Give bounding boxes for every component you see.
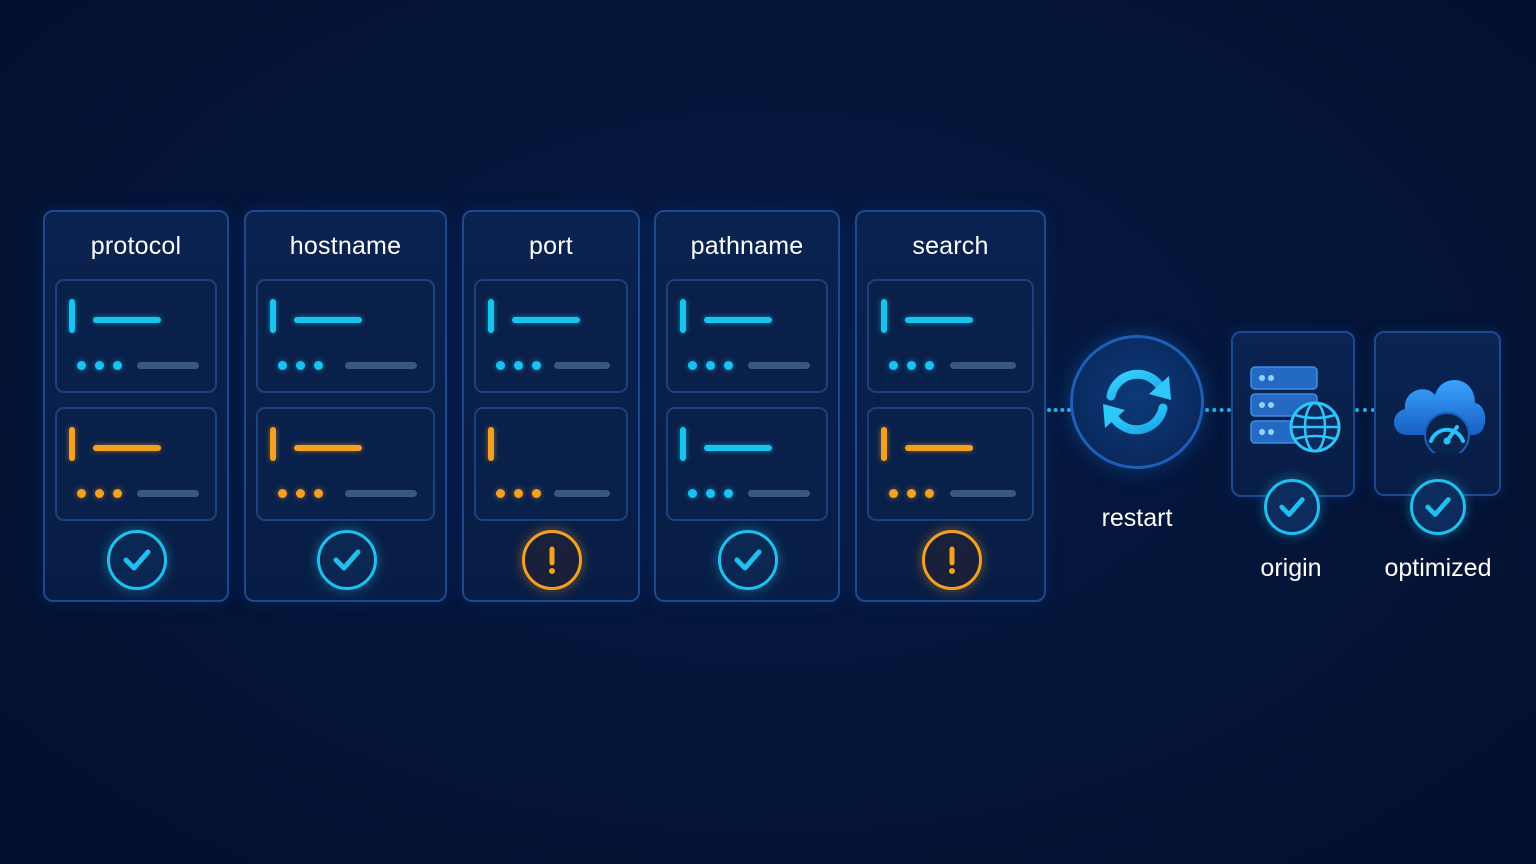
column-title: hostname: [289, 232, 402, 260]
column-protocol: protocol: [43, 210, 229, 602]
dots: [77, 489, 122, 499]
value-bar: [905, 317, 973, 323]
param-row-missing: [474, 407, 628, 521]
status-ok: [107, 530, 167, 590]
value-bar: [512, 317, 580, 323]
value-bar: [294, 317, 362, 323]
placeholder-bar: [554, 362, 610, 369]
placeholder-bar: [950, 362, 1016, 369]
dots: [77, 361, 122, 371]
column-title: port: [529, 232, 573, 260]
status-ok: [718, 530, 778, 590]
param-row-valid: [666, 279, 828, 393]
exclamation-icon: [549, 546, 555, 574]
dots: [496, 361, 541, 371]
dots: [278, 361, 323, 371]
cursor-bar: [270, 427, 276, 461]
param-row-changed: [55, 407, 217, 521]
placeholder-bar: [950, 490, 1016, 497]
check-icon: [333, 549, 360, 571]
value-bar: [905, 445, 973, 451]
placeholder-bar: [137, 362, 199, 369]
column-port: port: [462, 210, 640, 602]
param-row-valid: [55, 279, 217, 393]
value-bar: [294, 445, 362, 451]
cursor-bar: [69, 427, 75, 461]
cursor-bar: [270, 299, 276, 333]
cursor-bar: [680, 427, 686, 461]
cursor-bar: [69, 299, 75, 333]
value-bar: [704, 445, 772, 451]
check-icon: [1279, 497, 1305, 517]
origin-node: [1231, 331, 1355, 497]
restart-node: [1070, 335, 1204, 469]
restart-label: restart: [1101, 504, 1173, 532]
server-globe-icon: [1250, 366, 1341, 453]
value-bar: [93, 445, 161, 451]
check-icon: [1425, 497, 1451, 517]
connector-to-origin: [1205, 408, 1231, 412]
optimized-status-ok: [1410, 479, 1466, 535]
cursor-bar: [488, 427, 494, 461]
connector-to-optimized: [1355, 408, 1375, 412]
exclamation-icon: [948, 546, 955, 574]
optimized-node: [1374, 331, 1501, 496]
refresh-icon: [1103, 369, 1171, 435]
dots: [889, 489, 934, 499]
cloud-speedometer-icon: [1393, 380, 1486, 453]
column-search: search: [855, 210, 1046, 602]
column-pathname: pathname: [654, 210, 840, 602]
placeholder-bar: [748, 362, 810, 369]
value-bar: [93, 317, 161, 323]
cursor-bar: [881, 299, 887, 333]
cursor-bar: [488, 299, 494, 333]
param-row-changed: [867, 407, 1034, 521]
connector-to-restart: [1047, 408, 1071, 412]
placeholder-bar: [345, 362, 417, 369]
status-warning: [522, 530, 582, 590]
param-row-valid: [666, 407, 828, 521]
placeholder-bar: [137, 490, 199, 497]
cursor-bar: [881, 427, 887, 461]
param-row-changed: [256, 407, 435, 521]
check-icon: [123, 549, 151, 571]
placeholder-bar: [345, 490, 417, 497]
dots: [278, 489, 323, 499]
column-title: pathname: [690, 232, 804, 260]
status-warning: [921, 530, 982, 590]
placeholder-bar: [748, 490, 810, 497]
status-ok: [316, 530, 377, 590]
origin-status-ok: [1264, 479, 1320, 535]
column-title: protocol: [90, 232, 182, 260]
param-row-valid: [474, 279, 628, 393]
value-bar: [704, 317, 772, 323]
placeholder-bar: [554, 490, 610, 497]
dots: [688, 361, 733, 371]
check-icon: [734, 549, 762, 571]
optimized-label: optimized: [1384, 554, 1492, 582]
dots: [688, 489, 733, 499]
column-title: search: [912, 232, 989, 260]
param-row-valid: [867, 279, 1034, 393]
dots: [496, 489, 541, 499]
origin-label: origin: [1260, 554, 1322, 582]
param-row-valid: [256, 279, 435, 393]
column-hostname: hostname: [244, 210, 447, 602]
cursor-bar: [680, 299, 686, 333]
dots: [889, 361, 934, 371]
